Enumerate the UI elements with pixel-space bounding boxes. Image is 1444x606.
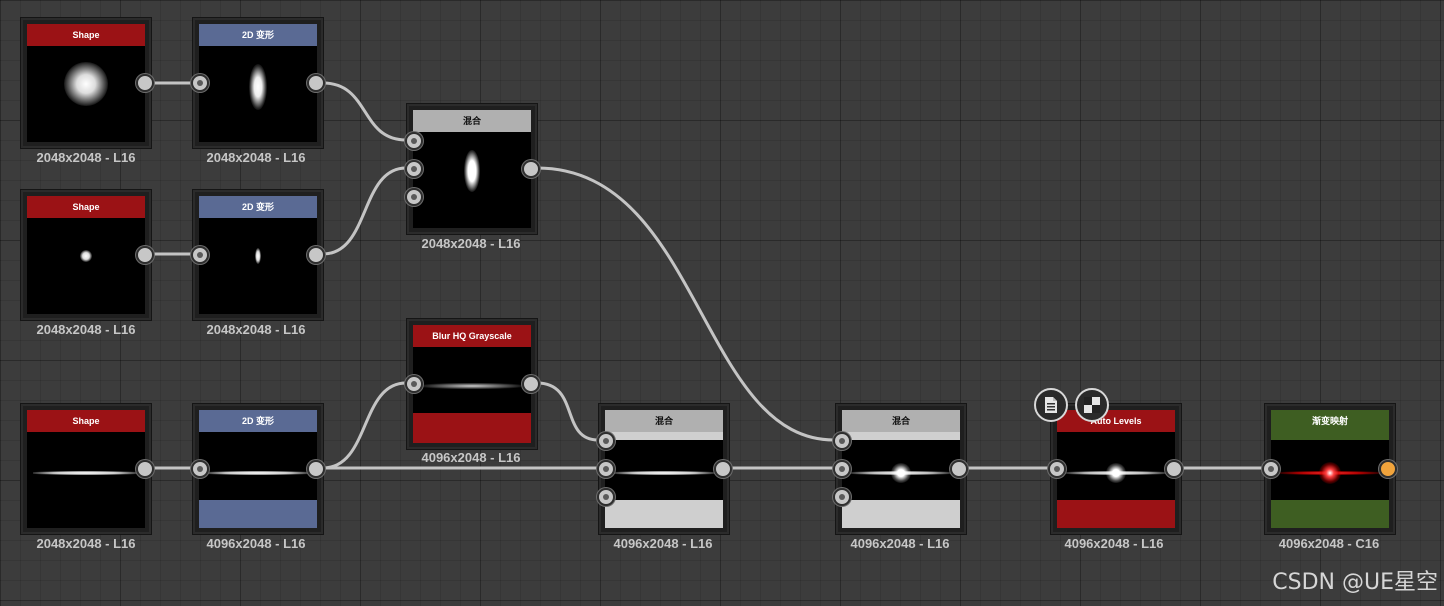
tile-band	[842, 500, 960, 528]
node-blur-hq-grayscale[interactable]: Blur HQ Grayscale	[407, 319, 537, 449]
output-port[interactable]	[714, 460, 732, 478]
input-port-mask[interactable]	[833, 488, 851, 506]
preview-red-star	[1319, 462, 1341, 484]
node-blend-1[interactable]: 混合	[407, 104, 537, 234]
wire	[322, 81, 407, 142]
node-title: 混合	[842, 410, 960, 432]
node-resolution: 4096x2048 - L16	[850, 536, 950, 551]
node-blend-2[interactable]: 混合	[599, 404, 729, 534]
node-resolution: 4096x2048 - L16	[1064, 536, 1164, 551]
preview-line	[33, 471, 139, 475]
preview-ellipse	[249, 64, 267, 110]
watermark: CSDN @UE星空	[1272, 570, 1438, 595]
node-resolution: 2048x2048 - L16	[36, 150, 136, 165]
node-gradient-map[interactable]: 渐变映射	[1265, 404, 1395, 534]
input-port-mask[interactable]	[405, 188, 423, 206]
preview-small-dot	[80, 250, 92, 262]
node-resolution: 2048x2048 - L16	[421, 236, 521, 251]
output-port-color[interactable]	[1379, 460, 1397, 478]
tile-band	[605, 432, 723, 440]
input-port-foreground[interactable]	[833, 432, 851, 450]
node-shape-3[interactable]: Shape	[21, 404, 151, 534]
node-transform-2d-3[interactable]: 2D 变形	[193, 404, 323, 534]
preview-small-ellipse	[255, 248, 261, 264]
tile-band	[1271, 500, 1389, 528]
input-port-mask[interactable]	[597, 488, 615, 506]
preview-ellipse	[464, 150, 480, 192]
output-port[interactable]	[307, 246, 325, 264]
node-title: Shape	[27, 24, 145, 46]
node-title: 2D 变形	[199, 196, 317, 218]
node-resolution: 4096x2048 - C16	[1278, 536, 1380, 551]
output-port[interactable]	[950, 460, 968, 478]
tile-band	[842, 432, 960, 440]
output-port[interactable]	[307, 74, 325, 92]
input-port-background[interactable]	[833, 460, 851, 478]
preview-line	[613, 471, 715, 475]
node-transform-2d-1[interactable]: 2D 变形	[193, 18, 323, 148]
input-port-foreground[interactable]	[405, 132, 423, 150]
output-port[interactable]	[136, 460, 154, 478]
input-port[interactable]	[191, 74, 209, 92]
wire	[536, 166, 835, 442]
tile-band	[1271, 432, 1389, 440]
output-port[interactable]	[136, 246, 154, 264]
tile-band	[1057, 500, 1175, 528]
node-title: Auto Levels	[1057, 410, 1175, 432]
node-resolution: 2048x2048 - L16	[36, 536, 136, 551]
node-title: 2D 变形	[199, 410, 317, 432]
node-transform-2d-2[interactable]: 2D 变形	[193, 190, 323, 320]
input-port[interactable]	[405, 375, 423, 393]
node-shape-1[interactable]: Shape	[21, 18, 151, 148]
node-title: 混合	[605, 410, 723, 432]
node-title: 2D 变形	[199, 24, 317, 46]
node-title: Blur HQ Grayscale	[413, 325, 531, 347]
preview-blur-line	[423, 383, 521, 389]
input-port-background[interactable]	[597, 460, 615, 478]
input-port-foreground[interactable]	[597, 432, 615, 450]
output-port[interactable]	[1165, 460, 1183, 478]
output-port[interactable]	[136, 74, 154, 92]
tile-band	[605, 500, 723, 528]
node-title: 渐变映射	[1271, 410, 1389, 432]
node-resolution: 4096x2048 - L16	[206, 536, 306, 551]
wire	[322, 381, 407, 470]
document-icon[interactable]	[1034, 388, 1068, 422]
preview-soft-spot	[64, 62, 108, 106]
node-resolution: 2048x2048 - L16	[206, 150, 306, 165]
preview-line	[205, 471, 311, 475]
wire	[322, 166, 407, 256]
input-port[interactable]	[191, 460, 209, 478]
input-port[interactable]	[1262, 460, 1280, 478]
node-shape-2[interactable]: Shape	[21, 190, 151, 320]
node-resolution: 2048x2048 - L16	[36, 322, 136, 337]
preview-star	[1106, 463, 1126, 483]
wire	[536, 381, 599, 442]
node-resolution: 4096x2048 - L16	[421, 450, 521, 465]
node-title: 混合	[413, 110, 531, 132]
node-resolution: 4096x2048 - L16	[613, 536, 713, 551]
input-port-background[interactable]	[405, 160, 423, 178]
tile-band	[413, 413, 531, 443]
node-title: Shape	[27, 196, 145, 218]
node-resolution: 2048x2048 - L16	[206, 322, 306, 337]
tile-band	[199, 500, 317, 528]
node-title: Shape	[27, 410, 145, 432]
input-port[interactable]	[191, 246, 209, 264]
input-port[interactable]	[1048, 460, 1066, 478]
output-port[interactable]	[307, 460, 325, 478]
node-auto-levels[interactable]: Auto Levels	[1051, 404, 1181, 534]
node-blend-3[interactable]: 混合	[836, 404, 966, 534]
preview-star	[891, 463, 911, 483]
output-port[interactable]	[522, 160, 540, 178]
output-port[interactable]	[522, 375, 540, 393]
checker-icon[interactable]	[1075, 388, 1109, 422]
